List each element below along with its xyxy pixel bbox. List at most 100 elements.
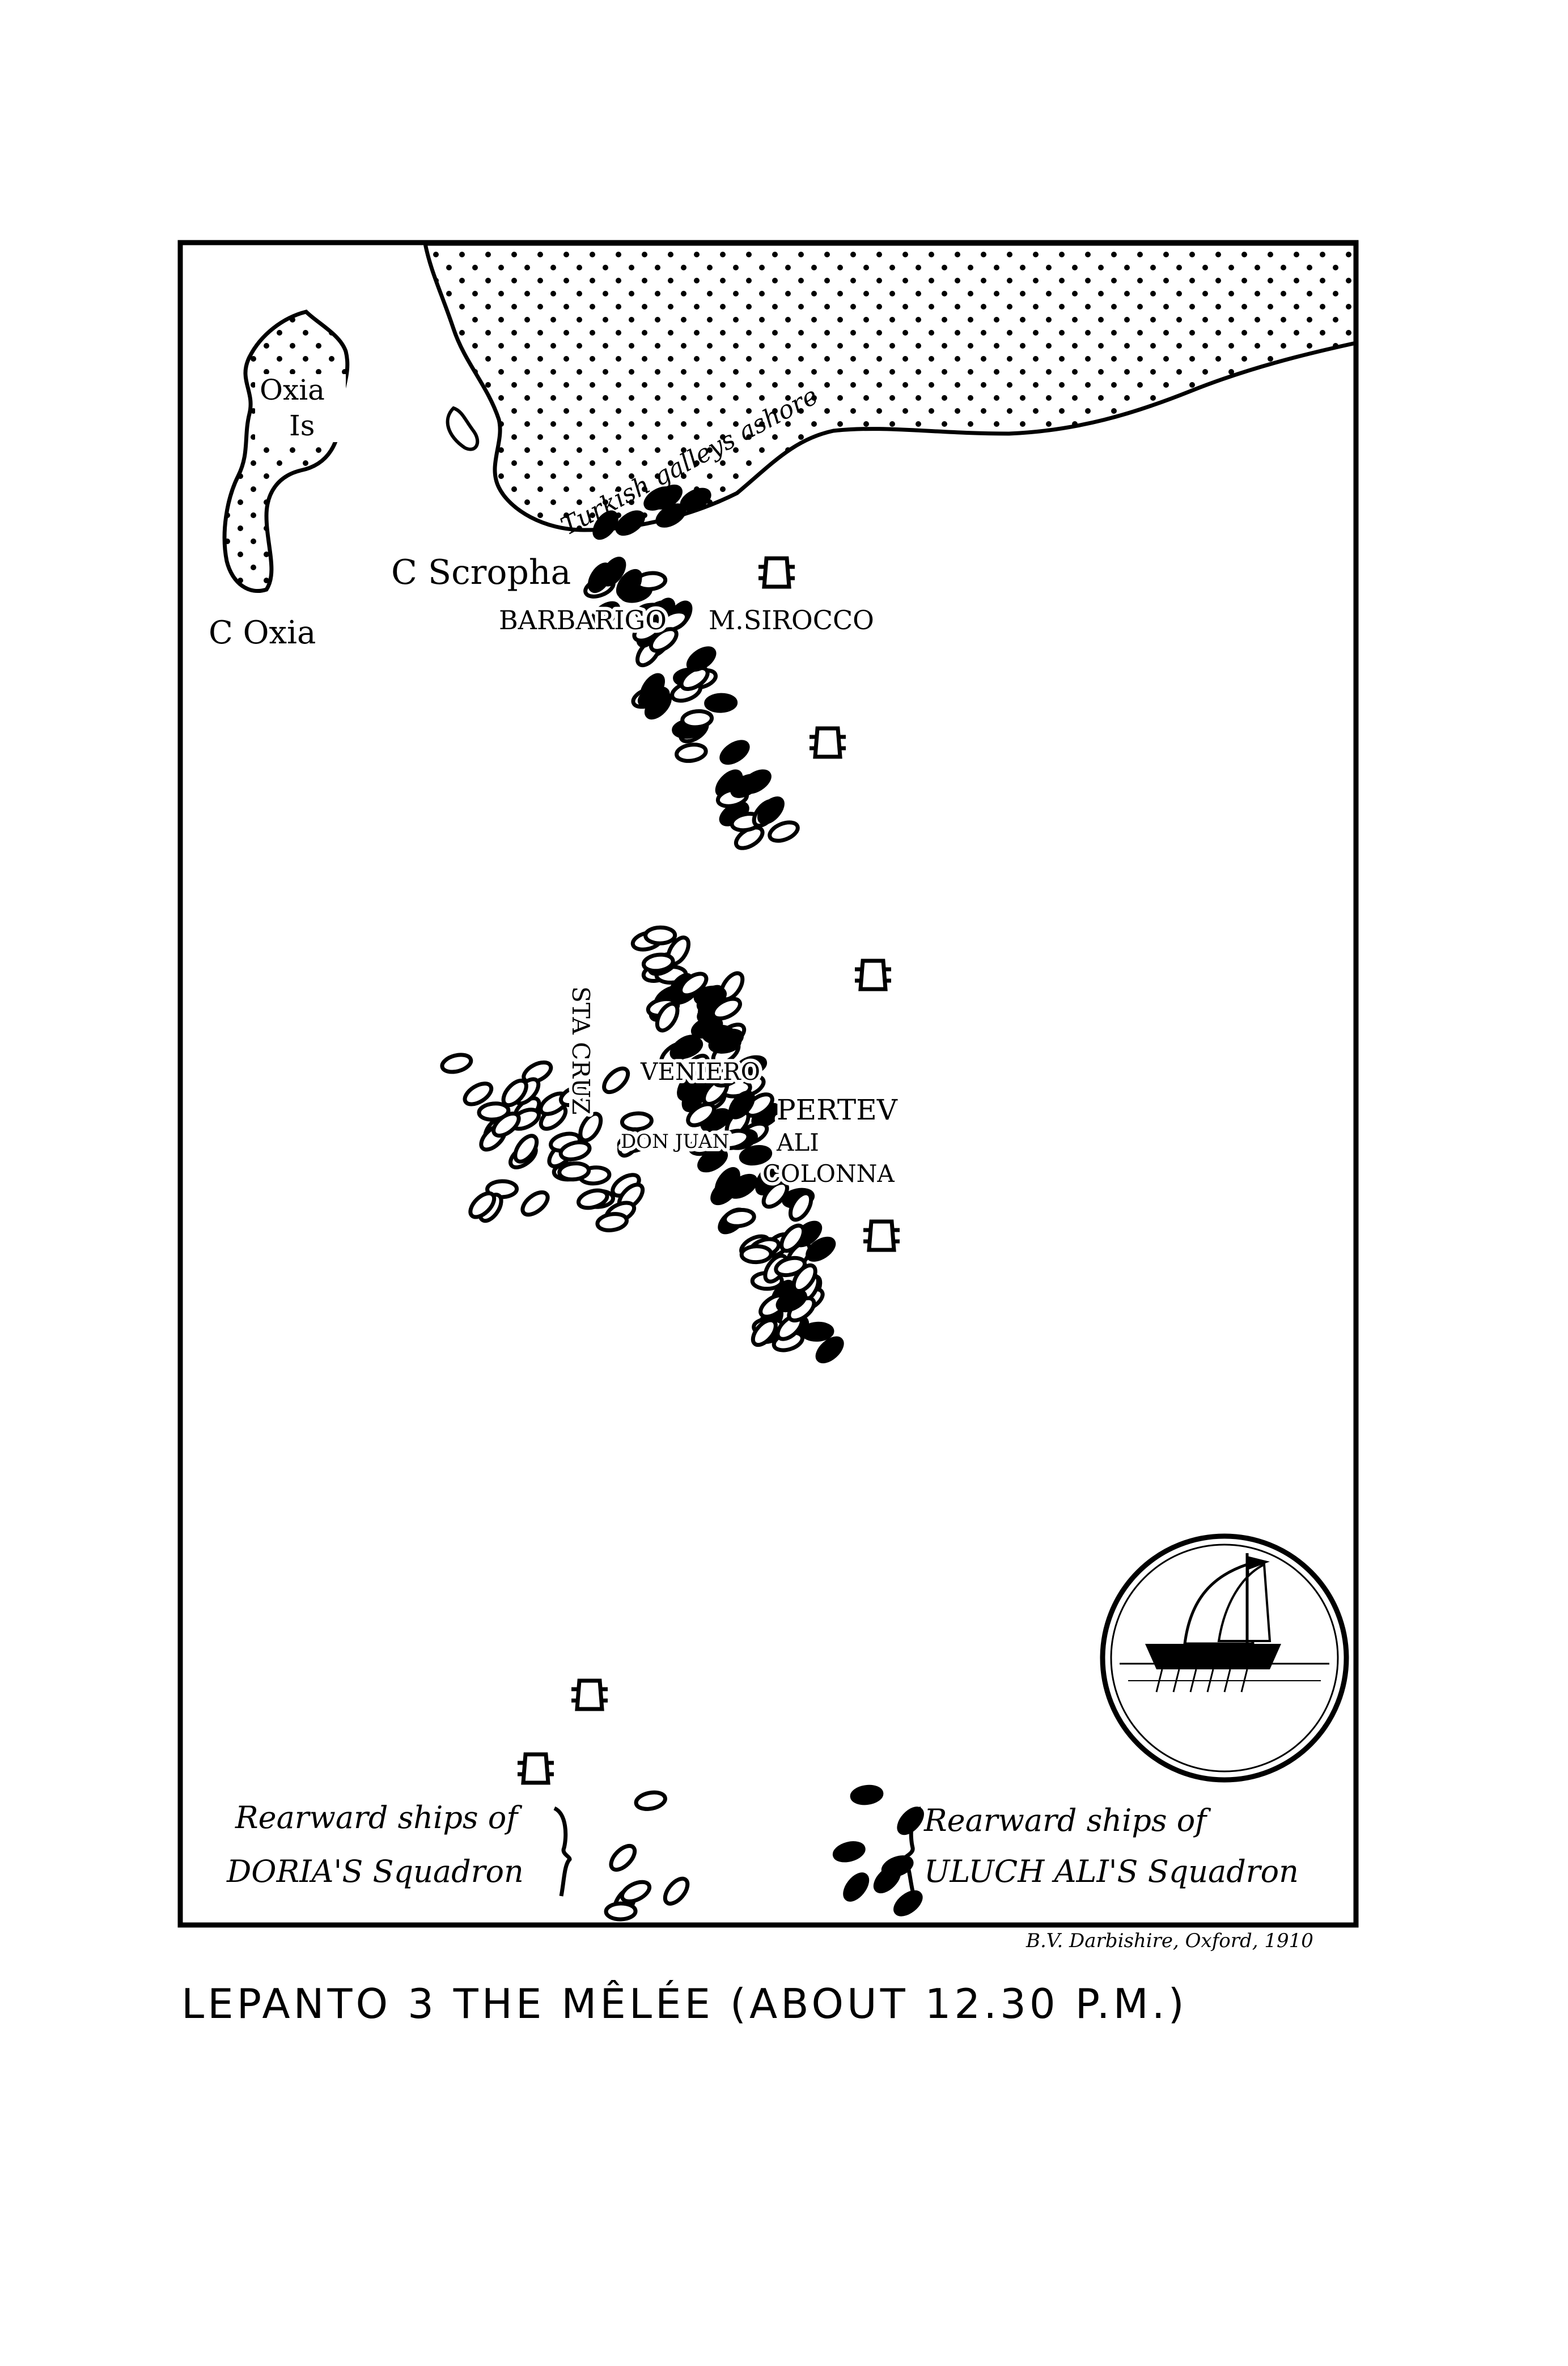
- galley-melee-center: [643, 925, 677, 945]
- galley-melee-north: [679, 666, 710, 691]
- christian-galley: [577, 1188, 609, 1210]
- label-oxia: Oxia: [260, 374, 325, 406]
- galley-melee-north: [617, 569, 642, 600]
- flagship-icon: [571, 1678, 608, 1711]
- christian-galley: [602, 1066, 630, 1095]
- label-veniero: VENIERO: [640, 1058, 760, 1086]
- galley-melee-north: [719, 740, 750, 765]
- galley-melee-center: [711, 997, 742, 1021]
- legend-left-line1: Rearward ships of: [235, 1800, 522, 1835]
- turkish-galley-ashore: [615, 510, 645, 536]
- galley-melee-center: [712, 1064, 744, 1088]
- christian-galley: [463, 1082, 494, 1106]
- galley-melee-center: [774, 1256, 807, 1278]
- galley-melee-north: [590, 601, 621, 627]
- galley-melee-center: [806, 1236, 836, 1262]
- uluch-ali-rear-ship: [850, 1784, 884, 1805]
- galley-melee-north: [642, 600, 674, 624]
- christian-galley: [477, 1101, 511, 1122]
- uluch-ali-rear-ship: [832, 1841, 866, 1863]
- galley-melee-north: [704, 693, 738, 713]
- christian-galley: [558, 1084, 591, 1108]
- coast-spit: [446, 406, 480, 451]
- label-don-juan: DON JUAN: [621, 1130, 729, 1153]
- galley-melee-center: [686, 1102, 717, 1127]
- christian-galley: [558, 1140, 592, 1161]
- galley-melee-north: [587, 562, 613, 593]
- galley-melee-north: [730, 773, 761, 798]
- christian-galley: [578, 1112, 603, 1143]
- flagship-icon: [758, 556, 795, 589]
- galley-melee-center: [702, 1024, 736, 1045]
- christian-galley: [617, 1127, 642, 1158]
- flagship-icon: [518, 1752, 554, 1785]
- galley-melee-center: [815, 1336, 844, 1364]
- flagship-icon: [810, 726, 846, 759]
- map-frame: [177, 240, 1359, 1928]
- uluch-ali-rear-ship: [843, 1872, 870, 1902]
- galley-melee-center: [671, 1036, 704, 1059]
- galley-melee-center: [739, 1145, 773, 1166]
- label-colonna: COLONNA: [762, 1160, 895, 1188]
- christian-galley: [468, 1191, 497, 1219]
- legend-right-line1: Rearward ships of: [923, 1803, 1211, 1838]
- label-cape-scropha: C Scropha: [391, 553, 571, 592]
- label-cape-oxia: C Oxia: [209, 614, 316, 651]
- galley-melee-center: [677, 1071, 702, 1101]
- galley-melee-north: [768, 820, 800, 843]
- galley-melee-north: [686, 646, 717, 672]
- label-barbarigo: BARBARIGO: [499, 605, 667, 635]
- doria-rear-ship: [634, 1790, 667, 1811]
- christian-galley: [513, 1134, 539, 1164]
- legend-right-line2: ULUCH ALI'S Squadron: [924, 1854, 1299, 1889]
- galley-melee-north: [675, 743, 708, 763]
- galley-melee-center: [800, 1321, 834, 1342]
- galley-melee-center: [693, 985, 727, 1006]
- galley-melee-center: [775, 1289, 807, 1313]
- doria-rear-ship: [604, 1901, 638, 1922]
- legend-left-line2: DORIA'S Squadron: [226, 1854, 524, 1889]
- map-title: LEPANTO 3 THE MÊLÉE (ABOUT 12.30 P.M.): [181, 1980, 1188, 2028]
- ship-markers: [440, 484, 924, 1922]
- galley-melee-center: [717, 1129, 751, 1150]
- galley-melee-north: [649, 627, 679, 653]
- christian-galley: [557, 1161, 591, 1182]
- oxia-island: [222, 309, 350, 593]
- galley-melee-center: [723, 1208, 756, 1228]
- christian-galley: [595, 1212, 629, 1232]
- christian-galley: [491, 1111, 521, 1138]
- mainland-coast: [422, 241, 1358, 532]
- galley-melee-center: [728, 1090, 755, 1120]
- turkish-galley-ashore: [680, 487, 711, 512]
- doria-rear-ship: [663, 1876, 690, 1906]
- christian-galley: [501, 1078, 528, 1108]
- legend-left-brace: [553, 1806, 572, 1897]
- christian-galley: [440, 1053, 473, 1074]
- galley-melee-center: [761, 1181, 789, 1209]
- label-ali: ALI: [776, 1129, 819, 1156]
- doria-rear-ship: [620, 1880, 652, 1903]
- christian-galley: [522, 1060, 553, 1084]
- turkish-galley-ashore: [643, 486, 675, 511]
- uluch-ali-rear-ship: [893, 1890, 923, 1916]
- galley-melee-center: [779, 1223, 806, 1253]
- label-oxia-is: Is: [289, 409, 315, 442]
- uluch-ali-rear-ship: [873, 1865, 901, 1894]
- galley-medallion: [1100, 1533, 1349, 1783]
- galley-melee-north: [757, 796, 785, 825]
- galley-melee-center: [641, 952, 675, 973]
- galley-icon: [1145, 1644, 1281, 1669]
- galley-melee-center: [739, 1244, 773, 1265]
- galley-melee-center: [655, 1002, 680, 1033]
- label-sirocco: M.SIROCCO: [709, 605, 874, 635]
- galley-melee-north: [637, 686, 670, 709]
- galley-melee-center: [751, 1318, 778, 1347]
- label-pertev: PERTEV: [777, 1093, 898, 1126]
- galley-melee-center: [714, 1167, 740, 1197]
- turkish-galley-ashore: [592, 510, 618, 540]
- label-santa-cruz: STA CRUZ: [567, 986, 595, 1115]
- galley-melee-north: [680, 709, 714, 730]
- flagship-icon: [863, 1219, 900, 1252]
- flagship-icon: [855, 959, 891, 991]
